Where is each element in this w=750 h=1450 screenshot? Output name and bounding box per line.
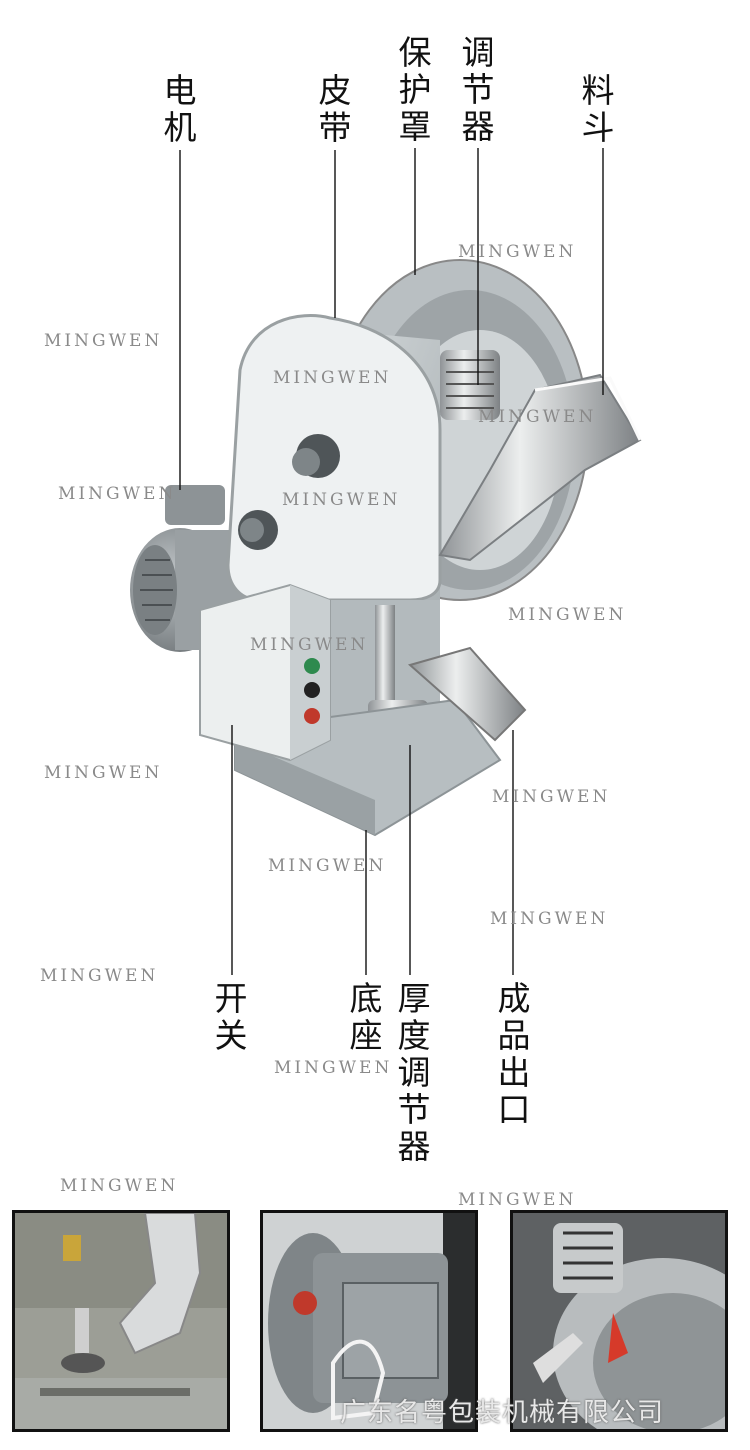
watermark: MINGWEN (44, 331, 163, 351)
label-hopper: 料斗 (581, 71, 615, 147)
watermark: MINGWEN (458, 242, 577, 262)
label-belt: 皮带 (318, 71, 352, 147)
regulator-coil (440, 350, 500, 420)
watermark: MINGWEN (44, 763, 163, 783)
outlet-chute (407, 646, 527, 742)
label-product-outlet: 成品出口 (497, 979, 531, 1129)
black-button (304, 682, 320, 698)
watermark: MINGWEN (508, 605, 627, 625)
watermark: MINGWEN (268, 856, 387, 876)
label-base: 底座 (349, 979, 383, 1055)
detail-photo-motor (260, 1210, 478, 1432)
watermark: MINGWEN (40, 966, 159, 986)
watermark: MINGWEN (282, 490, 401, 510)
label-thickness-regulator: 厚度调节器 (397, 979, 431, 1166)
hopper (438, 373, 642, 562)
watermark: MINGWEN (492, 787, 611, 807)
red-button (304, 708, 320, 724)
punch-rod (375, 605, 395, 715)
label-switch: 开关 (214, 979, 248, 1055)
watermark: MINGWEN (250, 635, 369, 655)
watermark: MINGWEN (274, 1058, 393, 1078)
leader-lines (179, 148, 604, 975)
watermark: MINGWEN (60, 1176, 179, 1196)
watermark: MINGWEN (458, 1190, 577, 1210)
watermark: MINGWEN (58, 484, 177, 504)
switch-box (199, 583, 331, 762)
label-regulator: 调节器 (461, 33, 495, 146)
watermark: MINGWEN (478, 407, 597, 427)
green-indicator (304, 658, 320, 674)
watermark: MINGWEN (273, 368, 392, 388)
label-motor: 电机 (163, 71, 197, 147)
detail-photo-punch (12, 1210, 230, 1432)
company-name: 广东名粤包装机械有限公司 (340, 1398, 665, 1428)
watermark: MINGWEN (490, 909, 609, 929)
detail-photo-belt (510, 1210, 728, 1432)
label-guard: 保护罩 (398, 33, 432, 146)
